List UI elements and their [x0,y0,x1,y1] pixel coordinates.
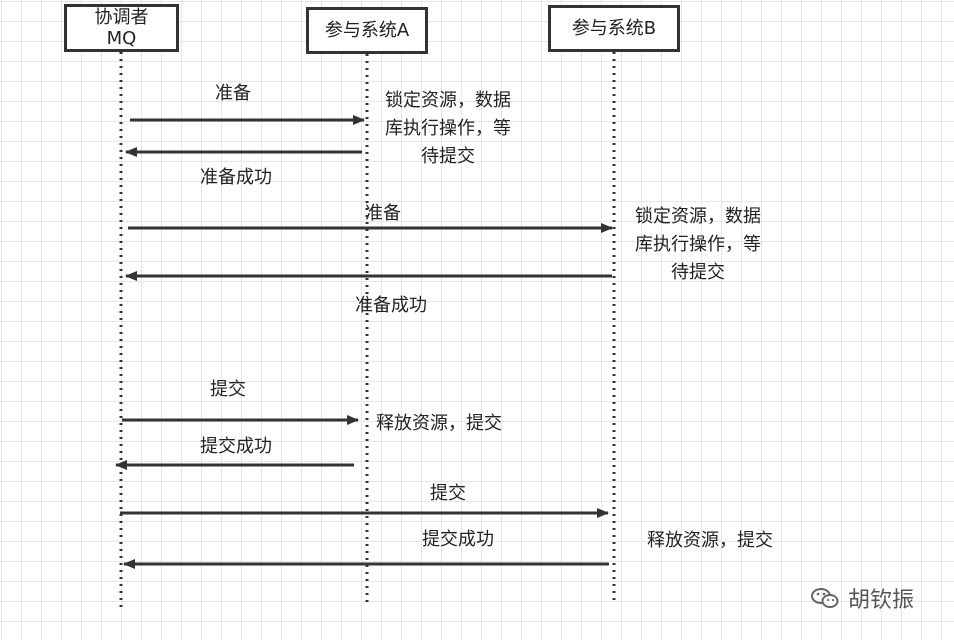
note-a-release: 释放资源，提交 [376,413,502,434]
participant-system-a: 参与系统A [306,7,428,54]
message-label-commit-ok-a: 提交成功 [200,436,272,457]
message-label-prepare-b: 准备 [365,203,401,224]
note-b-lock: 锁定资源，数据库执行操作，等待提交 [635,206,761,283]
message-label-prepare-ok-b: 准备成功 [355,295,427,316]
participant-system-b: 参与系统B [548,5,680,52]
watermark: 胡钦振 [810,582,914,614]
message-label-commit-ok-b: 提交成功 [422,529,494,550]
participant-coordinator-mq: 协调者 MQ [64,4,179,52]
participant-label: 参与系统A [324,20,410,41]
watermark-text: 胡钦振 [848,588,915,613]
message-label-prepare-ok-a: 准备成功 [200,167,272,188]
message-label-commit-a: 提交 [210,379,246,400]
note-a-lock: 锁定资源，数据库执行操作，等待提交 [385,90,511,167]
message-label-commit-b: 提交 [430,483,466,504]
participant-label: 协调者 MQ [94,7,149,49]
note-b-release: 释放资源，提交 [647,530,773,551]
participant-label: 参与系统B [571,18,657,39]
wechat-icon [811,588,839,608]
message-label-prepare-a: 准备 [215,83,251,104]
